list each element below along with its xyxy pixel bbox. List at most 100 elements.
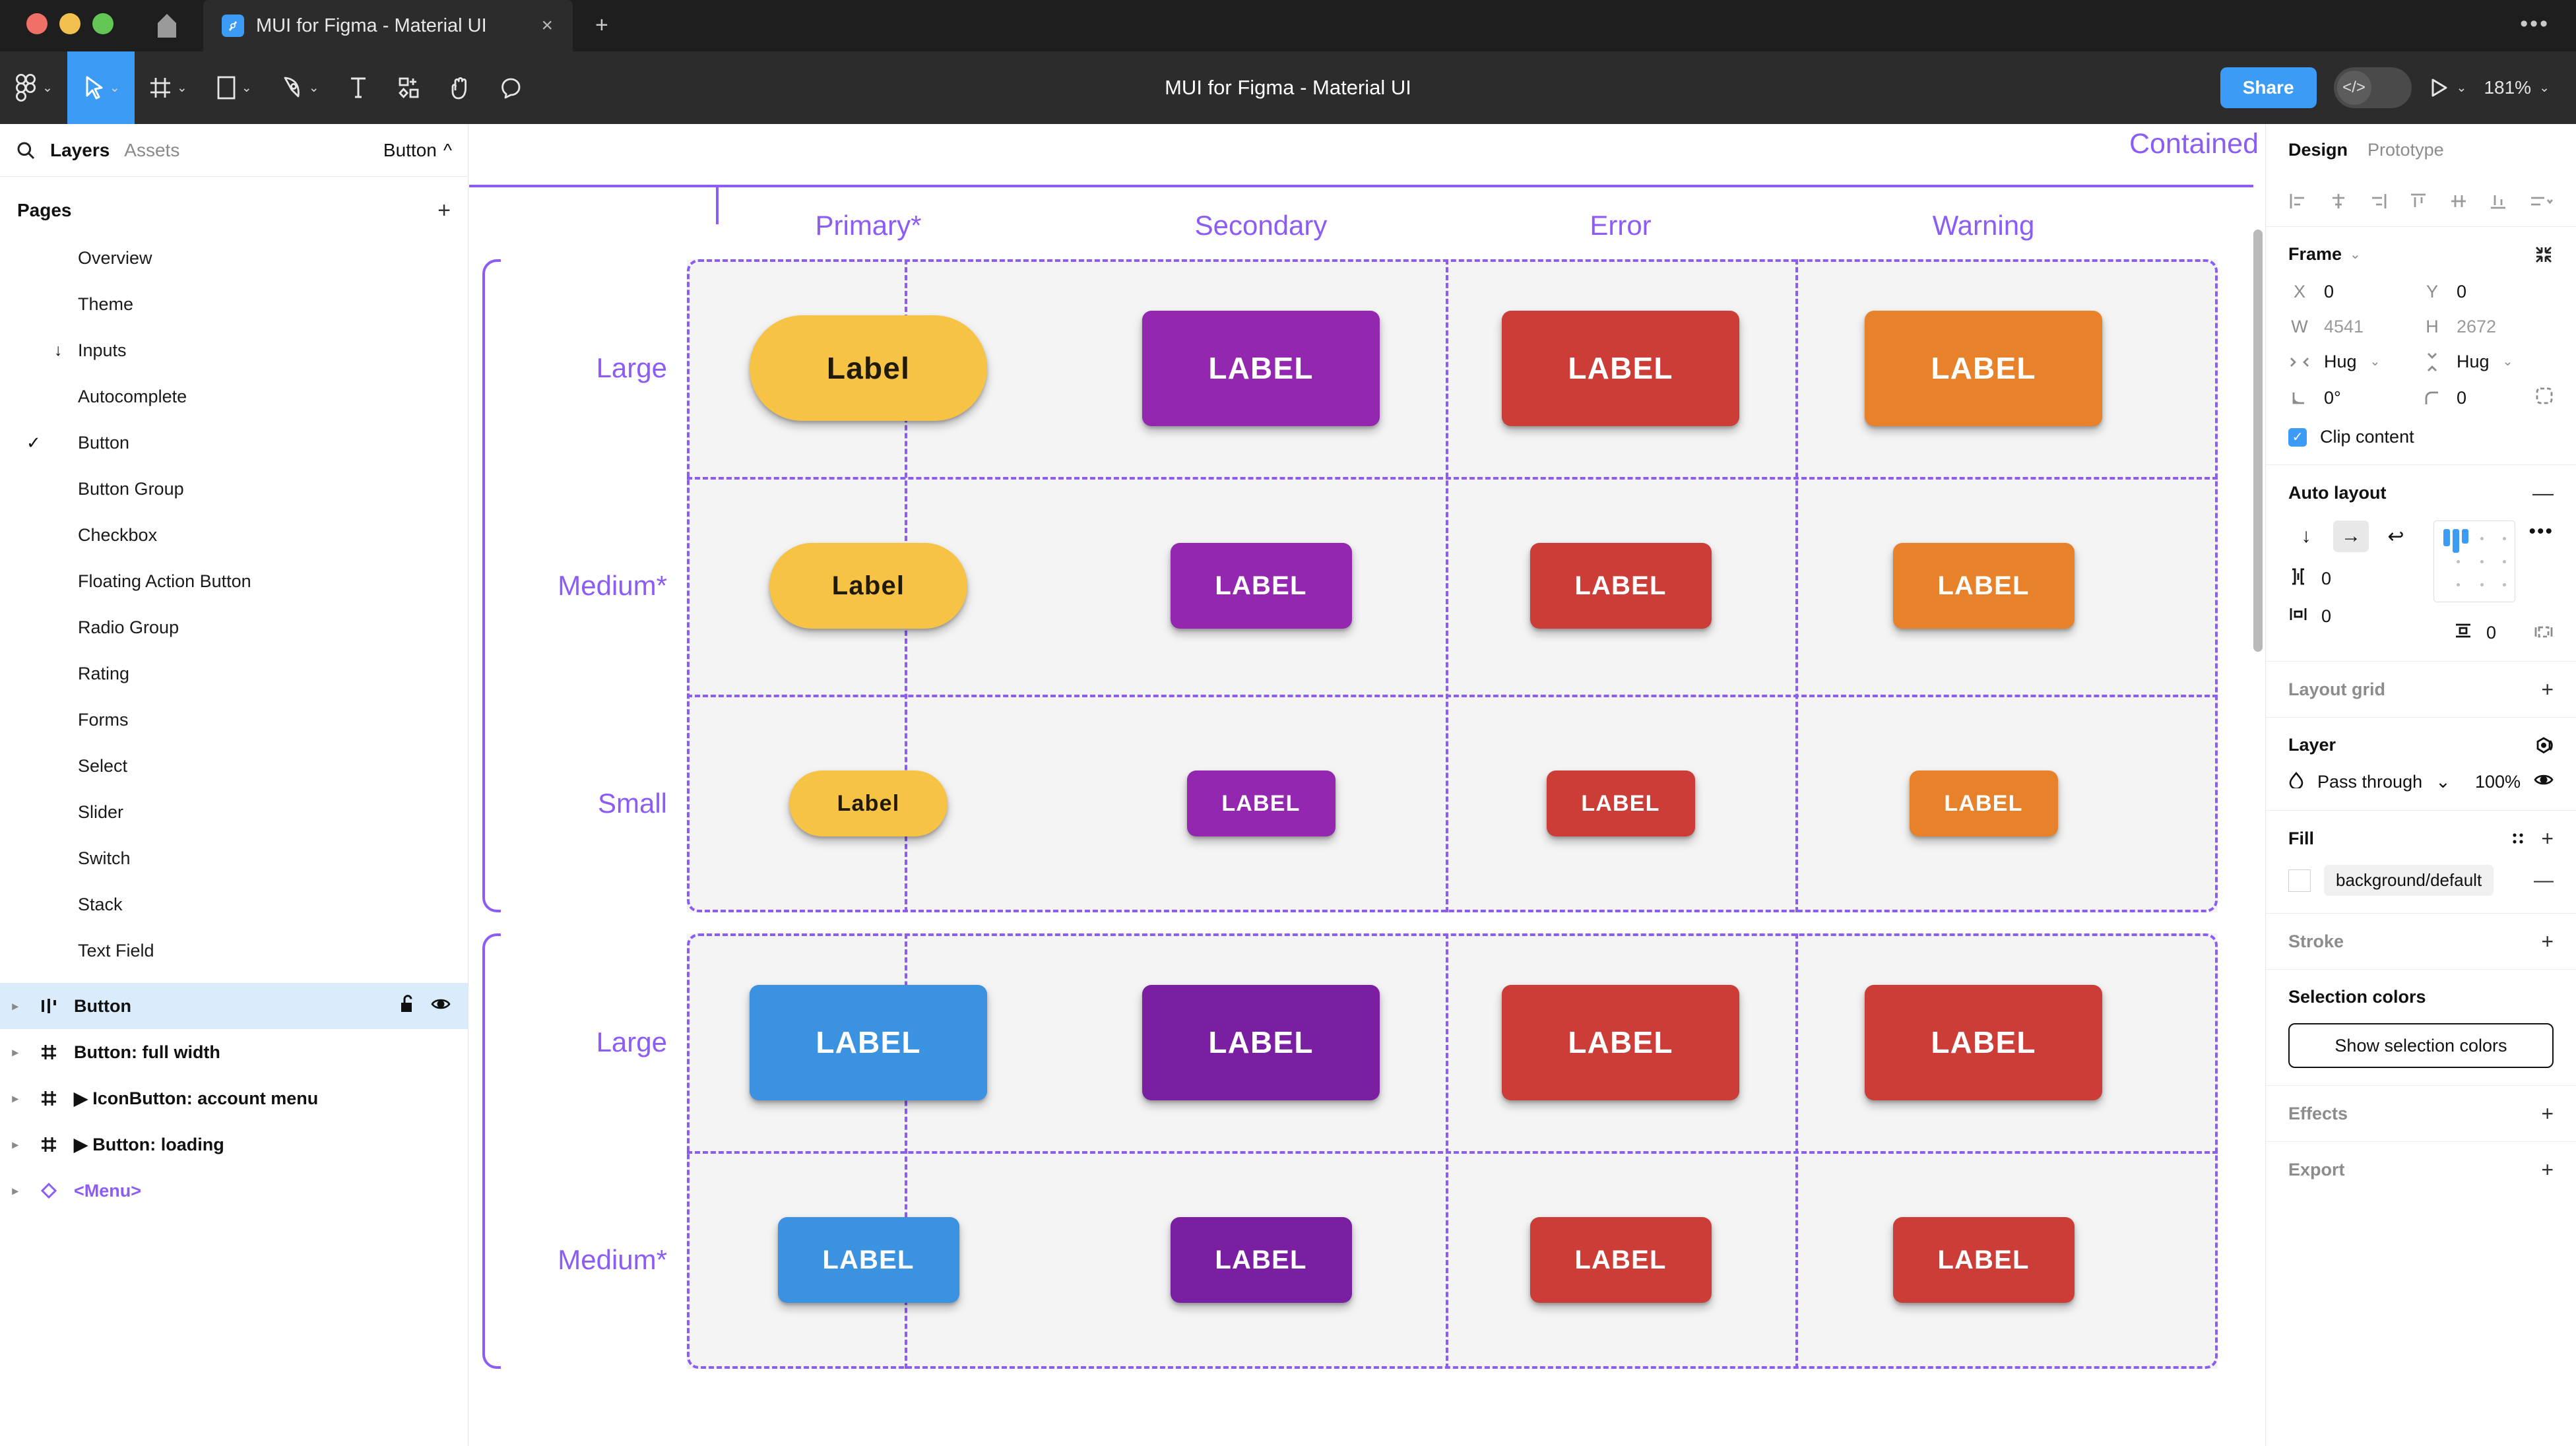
layer-row[interactable]: ▸Button <box>0 983 468 1029</box>
expand-layer-caret-icon[interactable]: ▸ <box>12 1183 18 1197</box>
canvas-button[interactable]: LABEL <box>1142 310 1380 426</box>
align-top-icon[interactable] <box>2408 193 2428 210</box>
frame-name-label[interactable]: Contained <box>2129 128 2259 160</box>
main-menu-button[interactable]: ⌄ <box>0 51 67 124</box>
align-left-icon[interactable] <box>2288 193 2308 210</box>
distribute-menu-icon[interactable] <box>2528 193 2554 210</box>
page-item-theme[interactable]: Theme <box>0 281 468 327</box>
horizontal-resizing-field[interactable]: Hug ⌄ <box>2288 352 2421 372</box>
expand-layer-caret-icon[interactable]: ▸ <box>12 1137 18 1151</box>
browser-overflow-menu-button[interactable]: ••• <box>2520 11 2550 36</box>
layer-row[interactable]: ▸▶ Button: loading <box>0 1121 468 1168</box>
canvas-button[interactable]: LABEL <box>1502 310 1739 426</box>
canvas-button[interactable]: Label <box>750 315 987 421</box>
canvas-button[interactable]: LABEL <box>1530 543 1712 629</box>
remove-fill-button[interactable]: — <box>2534 869 2554 891</box>
tab-assets[interactable]: Assets <box>124 139 180 160</box>
add-page-button[interactable]: + <box>437 198 451 223</box>
add-effect-button[interactable]: + <box>2541 1102 2554 1125</box>
canvas-button[interactable]: LABEL <box>1170 543 1352 629</box>
align-vertical-center-icon[interactable] <box>2449 193 2468 210</box>
tab-prototype[interactable]: Prototype <box>2367 139 2444 160</box>
fill-style-name[interactable]: background/default <box>2324 865 2494 896</box>
expand-layer-caret-icon[interactable]: ▸ <box>12 1045 18 1059</box>
canvas-button[interactable]: LABEL <box>1186 770 1336 836</box>
tab-layers[interactable]: Layers <box>50 139 110 160</box>
expand-layer-caret-icon[interactable]: ▸ <box>12 999 18 1013</box>
pen-tool-button[interactable]: ⌄ <box>267 51 334 124</box>
zoom-control[interactable]: 181% ⌄ <box>2484 77 2550 98</box>
maximize-window-button[interactable] <box>92 13 113 34</box>
page-item-forms[interactable]: Forms <box>0 697 468 743</box>
canvas-vertical-scrollbar[interactable] <box>2253 230 2263 652</box>
padding-vertical-field[interactable]: 0 <box>2453 622 2496 644</box>
opacity-value[interactable]: 100% <box>2474 772 2521 792</box>
canvas-button[interactable]: LABEL <box>1530 1217 1712 1303</box>
chevron-down-icon[interactable]: ⌄ <box>2350 247 2361 262</box>
minimize-window-button[interactable] <box>59 13 80 34</box>
direction-horizontal-button[interactable]: → <box>2333 520 2369 552</box>
page-item-inputs[interactable]: ↓Inputs <box>0 327 468 373</box>
canvas-button[interactable]: LABEL <box>1865 984 2102 1100</box>
rotation-field[interactable]: 0° <box>2288 387 2421 410</box>
canvas-button[interactable]: LABEL <box>1892 543 2075 629</box>
close-tab-button[interactable]: × <box>541 15 553 36</box>
add-export-button[interactable]: + <box>2541 1158 2554 1181</box>
canvas-button[interactable]: LABEL <box>1546 770 1695 836</box>
resources-tool-button[interactable] <box>383 51 434 124</box>
page-item-floating-action-button[interactable]: Floating Action Button <box>0 558 468 604</box>
dev-mode-toggle[interactable]: </> <box>2333 67 2412 108</box>
add-fill-button[interactable]: + <box>2541 827 2554 850</box>
fill-color-swatch[interactable] <box>2288 869 2311 892</box>
page-item-text-field[interactable]: Text Field <box>0 927 468 974</box>
page-selector[interactable]: Button ^ <box>383 140 452 161</box>
add-stroke-button[interactable]: + <box>2541 929 2554 953</box>
layer-row[interactable]: ▸<Menu> <box>0 1168 468 1214</box>
align-bottom-icon[interactable] <box>2488 193 2508 210</box>
comment-tool-button[interactable] <box>486 51 537 124</box>
clip-content-row[interactable]: ✓ Clip content <box>2288 427 2554 447</box>
padding-horizontal-field[interactable]: 0 <box>2288 606 2420 627</box>
collapse-frame-icon[interactable] <box>2534 245 2554 265</box>
page-item-select[interactable]: Select <box>0 743 468 789</box>
canvas-button[interactable]: LABEL <box>1909 770 2058 836</box>
layer-row[interactable]: ▸▶ IconButton: account menu <box>0 1075 468 1121</box>
direction-wrap-button[interactable]: ↩ <box>2387 525 2404 548</box>
add-layout-grid-button[interactable]: + <box>2541 677 2554 701</box>
independent-corners-button[interactable] <box>2535 387 2554 410</box>
corner-radius-field[interactable]: 0 <box>2421 387 2554 410</box>
canvas-button[interactable]: LABEL <box>1892 1217 2075 1303</box>
canvas-button[interactable]: LABEL <box>1142 984 1380 1100</box>
close-window-button[interactable] <box>26 13 48 34</box>
page-item-rating[interactable]: Rating <box>0 650 468 697</box>
auto-layout-more-button[interactable]: ••• <box>2528 520 2554 542</box>
unlock-icon[interactable] <box>399 994 415 1018</box>
layer-settings-icon[interactable] <box>2534 736 2554 755</box>
expand-layer-caret-icon[interactable]: ▸ <box>12 1091 18 1105</box>
align-right-icon[interactable] <box>2368 193 2388 210</box>
eye-icon[interactable] <box>431 996 451 1017</box>
search-icon[interactable] <box>16 141 36 160</box>
canvas-button[interactable]: Label <box>769 543 967 629</box>
clip-content-checkbox[interactable]: ✓ <box>2288 427 2307 447</box>
present-button[interactable]: ⌄ <box>2429 77 2466 98</box>
gap-field[interactable]: 0 <box>2288 568 2420 590</box>
canvas-button[interactable]: LABEL <box>750 984 987 1100</box>
tab-design[interactable]: Design <box>2288 139 2348 160</box>
page-item-stack[interactable]: Stack <box>0 881 468 927</box>
share-button[interactable]: Share <box>2220 67 2317 108</box>
canvas-button[interactable]: Label <box>789 770 948 836</box>
browser-tab-active[interactable]: MUI for Figma - Material UI × <box>203 0 573 51</box>
page-item-slider[interactable]: Slider <box>0 789 468 835</box>
home-button[interactable] <box>131 0 203 51</box>
page-item-button[interactable]: ✓Button <box>0 420 468 466</box>
page-item-checkbox[interactable]: Checkbox <box>0 512 468 558</box>
text-tool-button[interactable] <box>334 51 383 124</box>
shape-tool-button[interactable]: ⌄ <box>202 51 267 124</box>
blend-mode-row[interactable]: Pass through ⌄ 100% <box>2288 771 2554 793</box>
